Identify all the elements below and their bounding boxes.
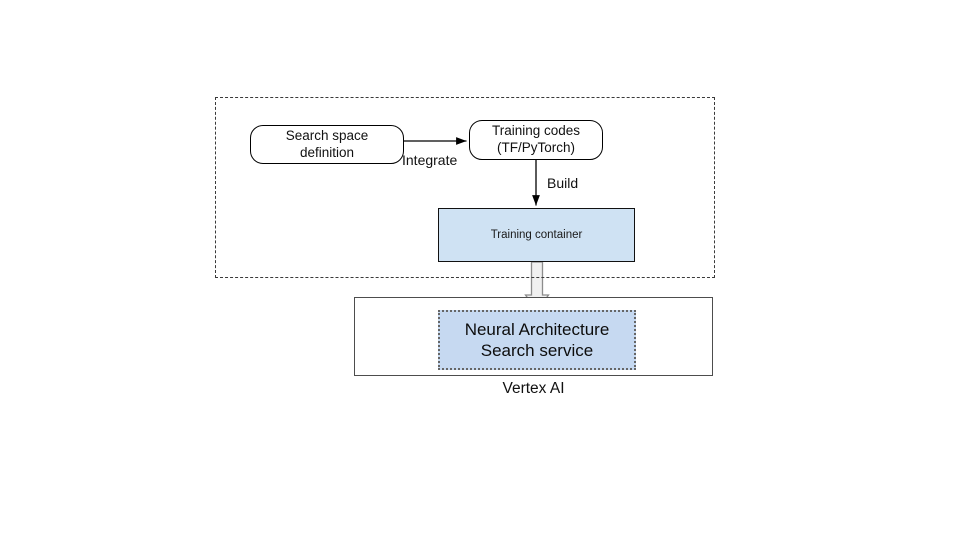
- node-training-container[interactable]: Training container: [438, 208, 635, 262]
- build-environment-group: [215, 97, 715, 278]
- node-search-space-definition[interactable]: Search space definition: [250, 125, 404, 164]
- vertex-ai-caption: Vertex AI: [502, 380, 565, 397]
- edge-label-integrate: Integrate: [402, 152, 458, 168]
- edge-label-build: Build: [547, 175, 579, 191]
- node-training-codes[interactable]: Training codes (TF/PyTorch): [469, 120, 603, 160]
- node-neural-architecture-search-service[interactable]: Neural Architecture Search service: [438, 310, 636, 370]
